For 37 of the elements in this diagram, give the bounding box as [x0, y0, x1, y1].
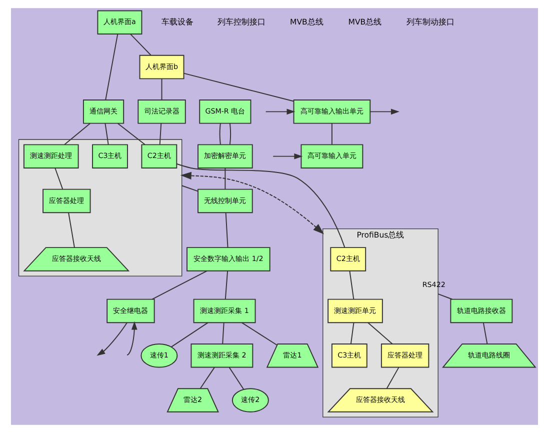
connector	[348, 270, 354, 300]
connector	[367, 322, 392, 344]
connector	[151, 270, 207, 300]
connector	[224, 270, 228, 300]
connector	[240, 322, 278, 346]
connector	[68, 212, 74, 248]
connector	[116, 123, 145, 146]
connector	[330, 123, 332, 145]
connector	[54, 168, 63, 190]
connector	[104, 123, 108, 145]
connector	[170, 322, 208, 348]
connector	[222, 322, 224, 344]
connector	[228, 123, 230, 145]
connector	[224, 212, 228, 248]
connector	[130, 34, 151, 56]
connector	[199, 366, 214, 389]
connector	[386, 366, 399, 389]
connector	[482, 322, 488, 344]
connector	[160, 78, 162, 100]
arrow	[272, 153, 302, 160]
arrow	[180, 172, 324, 234]
connector	[218, 123, 220, 145]
cluster	[18, 139, 182, 276]
connector	[176, 163, 345, 248]
connector	[158, 123, 162, 145]
arrow	[96, 322, 127, 356]
connector	[437, 293, 452, 300]
connector	[180, 185, 198, 192]
connector	[224, 168, 226, 190]
connector	[104, 34, 118, 100]
connector	[228, 366, 244, 390]
arrow	[126, 321, 137, 356]
connector	[182, 72, 294, 102]
connector	[350, 322, 354, 344]
arrow	[369, 108, 399, 115]
connector	[64, 123, 90, 146]
arrow	[264, 108, 295, 115]
